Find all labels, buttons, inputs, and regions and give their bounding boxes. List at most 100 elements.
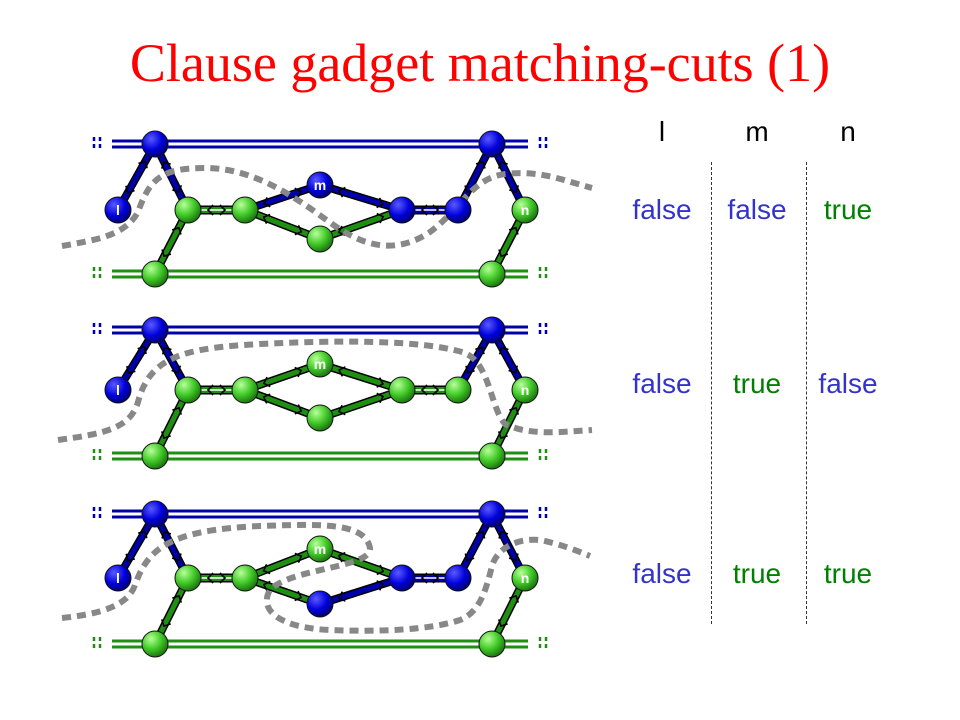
- edge-tick: [219, 384, 227, 396]
- edge-tick: [497, 431, 508, 440]
- vertex-circle: [306, 590, 334, 618]
- table-cell: true: [823, 194, 873, 225]
- edge-tick: [137, 346, 147, 355]
- edge-tick: [508, 553, 519, 562]
- edge-core: [317, 182, 405, 213]
- gadget-edge: [316, 574, 406, 608]
- edge-tick: [262, 376, 271, 388]
- vertex-label-m: m: [314, 177, 326, 193]
- vertex-m: m: [306, 350, 334, 378]
- edge-tick: [171, 226, 182, 235]
- edge-tick: [337, 551, 346, 563]
- vertex-circle: [104, 196, 132, 224]
- edge-tick: [126, 365, 136, 374]
- top-rail: [92, 323, 548, 337]
- vertex-green: [231, 376, 259, 404]
- edge-core: [317, 207, 405, 242]
- table-cell: true: [823, 558, 873, 589]
- gadget-edge: [316, 386, 406, 422]
- vertex-circle: [141, 500, 169, 528]
- edge-tick: [432, 204, 440, 216]
- vertex-blue: [444, 196, 472, 224]
- edge-tick: [125, 553, 136, 562]
- edge-tick: [262, 196, 271, 208]
- vertex-circle: [444, 564, 472, 592]
- edge-tick: [475, 160, 486, 169]
- edge-tick: [294, 224, 303, 236]
- vertex-circle: [478, 130, 506, 158]
- edge-tick: [475, 346, 485, 355]
- vertex-green: [478, 442, 506, 470]
- edge-tick: [376, 580, 385, 591]
- vertex-circle: [141, 630, 169, 658]
- vertex-green: [478, 630, 506, 658]
- edge-tick: [138, 160, 148, 169]
- edge-tick: [420, 572, 428, 584]
- edge-tick: [161, 249, 172, 258]
- vertex-label-l: l: [116, 570, 120, 586]
- vertex-l: l: [104, 376, 132, 404]
- table-cell: false: [818, 368, 878, 399]
- edge-tick: [498, 249, 509, 258]
- top-rail: [92, 137, 548, 151]
- vertex-label-n: n: [521, 382, 530, 398]
- vertex-circle: [444, 376, 472, 404]
- vertex-circle: [444, 196, 472, 224]
- vertex-circle: [478, 260, 506, 288]
- vertex-green: [141, 630, 169, 658]
- vertex-circle: [174, 376, 202, 404]
- vertex-green: [231, 196, 259, 224]
- edge-tick: [206, 384, 214, 396]
- column-separator: [711, 162, 712, 624]
- vertex-circle: [231, 376, 259, 404]
- vertex-label-n: n: [521, 202, 530, 218]
- edge-tick: [497, 160, 508, 169]
- edge-tick: [219, 572, 227, 584]
- gadget-edge: [316, 545, 406, 582]
- vertex-circle: [306, 225, 334, 253]
- table-cell: false: [632, 558, 692, 589]
- gadget-edge: [316, 206, 406, 243]
- edge-core: [317, 575, 405, 607]
- edge-tick: [262, 580, 271, 592]
- edge-tick: [125, 185, 135, 194]
- edge-tick: [160, 160, 171, 169]
- vertex-label-l: l: [116, 382, 120, 398]
- edge-tick: [432, 572, 440, 584]
- bottom-rail: [92, 267, 548, 281]
- vertex-m: m: [306, 171, 334, 199]
- edge-tick: [497, 619, 508, 628]
- vertex-circle: [141, 130, 169, 158]
- vertex-circle: [478, 316, 506, 344]
- vertex-green: [388, 376, 416, 404]
- edge-tick: [160, 431, 171, 440]
- edge-tick: [172, 594, 183, 603]
- edge-tick: [509, 594, 520, 603]
- vertex-green: [231, 564, 259, 592]
- edge-tick: [509, 185, 520, 194]
- vertex-circle: [306, 404, 334, 432]
- edge-tick: [294, 366, 303, 378]
- vertex-label-n: n: [521, 570, 530, 586]
- vertex-green: [174, 196, 202, 224]
- table-cell: true: [732, 558, 782, 589]
- vertex-circle: [104, 376, 132, 404]
- vertex-label-m: m: [314, 356, 326, 372]
- vertex-l: l: [104, 196, 132, 224]
- vertex-green: [306, 225, 334, 253]
- edge-tick: [294, 187, 303, 199]
- table-cell: false: [727, 194, 787, 225]
- gadget-edge: [316, 181, 406, 214]
- edge-tick: [161, 530, 172, 539]
- vertex-circle: [478, 500, 506, 528]
- vertex-blue: [478, 500, 506, 528]
- edge-tick: [294, 404, 303, 415]
- edge-tick: [171, 365, 182, 374]
- vertex-blue: [478, 316, 506, 344]
- edge-tick: [376, 377, 385, 388]
- bottom-rail: [92, 449, 548, 463]
- vertex-circle: [388, 564, 416, 592]
- matching-cut: [57, 338, 593, 443]
- vertex-blue: [141, 130, 169, 158]
- vertex-n: n: [511, 564, 539, 592]
